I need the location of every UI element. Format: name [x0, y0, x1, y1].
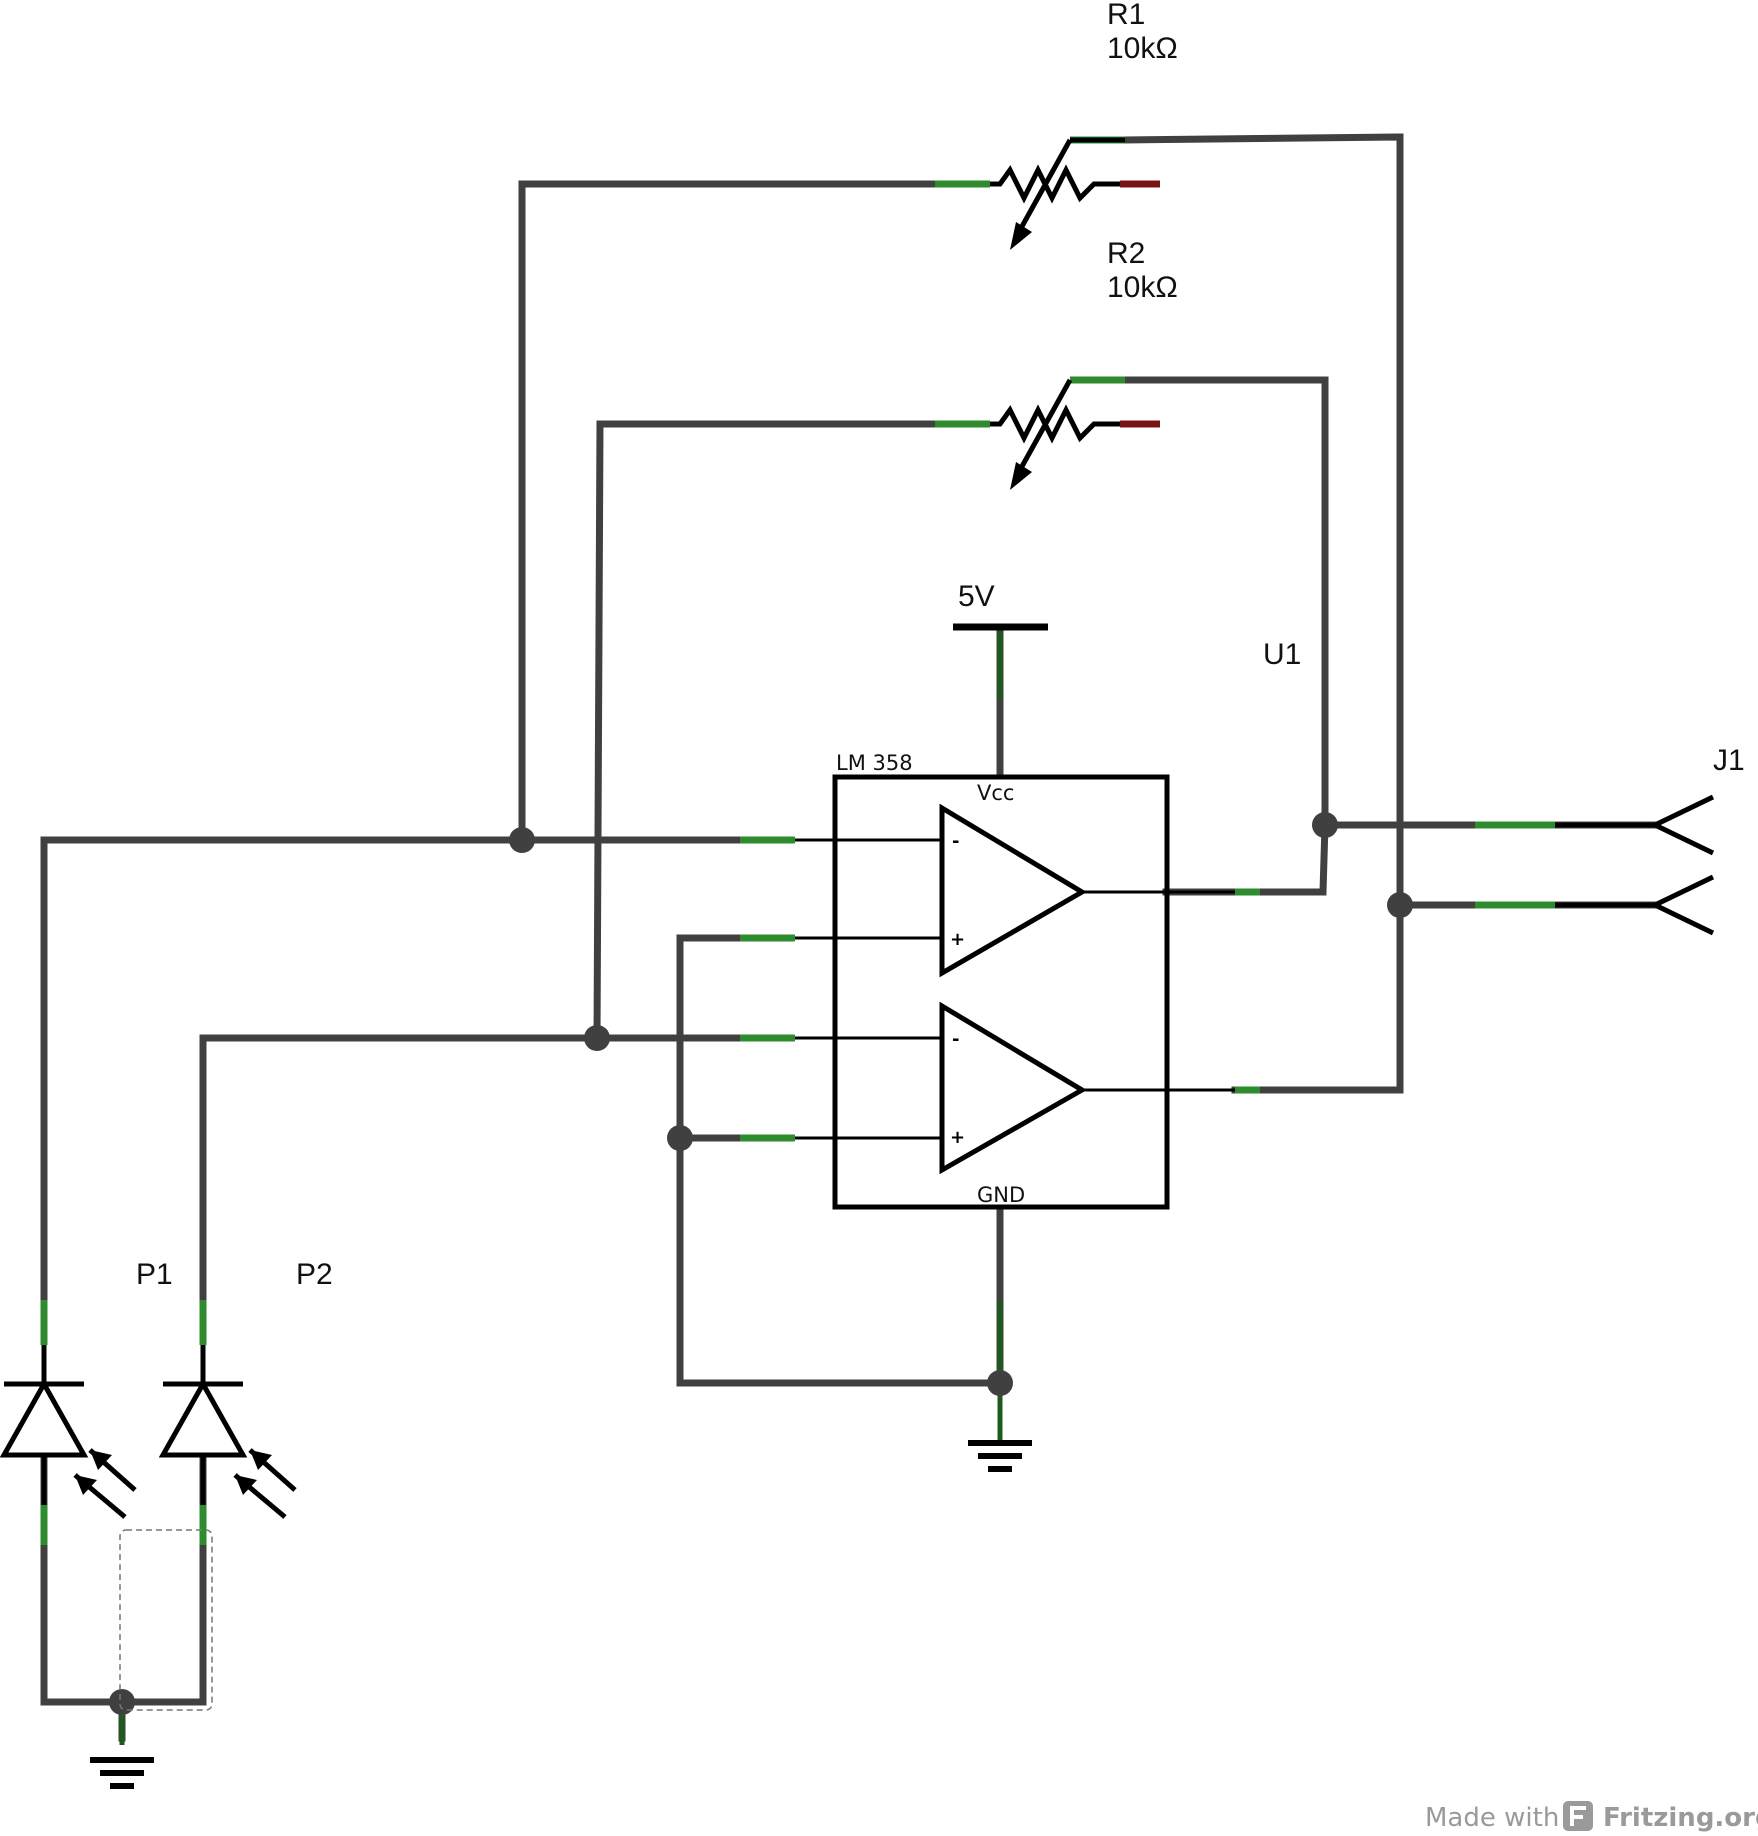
ic-body: [832, 774, 1170, 1210]
u1-label: U1: [1263, 638, 1301, 671]
ic-part-label: LM 358: [836, 751, 913, 775]
junction-gnd: [987, 1370, 1013, 1396]
wire-plus-inputs: [676, 934, 1004, 1387]
wire-pd-bottom: [40, 1456, 207, 1706]
junction-plus: [667, 1125, 693, 1151]
potentiometer-icon: [990, 378, 1160, 490]
potentiometer-icon: [990, 137, 1160, 250]
junction-r1-p1: [509, 827, 535, 853]
gnd-pin-label: GND: [977, 1183, 1025, 1207]
selection-outline: [119, 1529, 213, 1711]
wire-p1: [40, 836, 744, 1304]
fritzing-logo-icon: [1563, 1801, 1593, 1831]
ground-icon: [968, 1440, 1032, 1472]
opamp2-plus: +: [950, 1127, 965, 1148]
credit-prefix: Made with: [1425, 1803, 1559, 1833]
junction-out2: [1387, 892, 1413, 918]
junction-out1: [1312, 812, 1338, 838]
p1-label: P1: [136, 1258, 173, 1291]
vcc-pin-label: Vcc: [977, 781, 1014, 805]
wire-r1-wiper: [1121, 133, 1404, 1094]
r2-name: R2: [1107, 237, 1145, 270]
opamp-icon: [795, 1001, 1235, 1175]
credit-brand: Fritzing.org: [1603, 1803, 1758, 1833]
p2-label: P2: [296, 1258, 333, 1291]
photodiode-icon: [158, 1345, 297, 1519]
opamp1-minus: -: [952, 831, 959, 852]
connector-icon: [1555, 794, 1715, 936]
junctions: [109, 812, 1413, 1715]
r2-value: 10kΩ: [1107, 271, 1178, 304]
wire-r2-left: [593, 420, 939, 1042]
junction-r2-p2: [584, 1025, 610, 1051]
opamp1-plus: +: [950, 929, 965, 950]
supply-label: 5V: [958, 580, 995, 613]
wire-out1: [1162, 821, 1329, 896]
wire-r2-wiper: [1121, 376, 1329, 829]
r1-value: 10kΩ: [1107, 32, 1178, 65]
opamp2-minus: -: [952, 1029, 959, 1050]
opamp-icon: [795, 803, 1235, 978]
wire-r1-left: [518, 180, 939, 844]
photodiode-icon: [0, 1345, 137, 1519]
r1-name: R1: [1107, 0, 1145, 31]
wire-p2: [199, 1034, 744, 1304]
junction-pd: [109, 1689, 135, 1715]
ground-icon: [90, 1757, 154, 1789]
j1-label: J1: [1713, 744, 1745, 777]
